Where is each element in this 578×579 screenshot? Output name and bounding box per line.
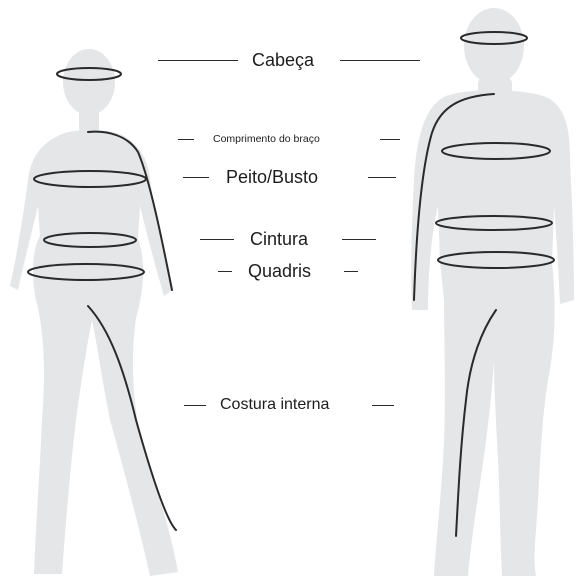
waist-dash-left: [200, 239, 234, 240]
hips-dash-right: [344, 271, 358, 272]
inseam-row: Costura interna: [0, 397, 578, 417]
waist-row: Cintura: [0, 230, 578, 250]
arm-dash-left: [178, 139, 194, 140]
chest-row: Peito/Busto: [0, 168, 578, 188]
chest-dash-left: [183, 177, 209, 178]
hips-row: Quadris: [0, 262, 578, 282]
chest-dash-right: [368, 177, 396, 178]
head-dash-left: [158, 60, 238, 61]
arm-dash-right: [380, 139, 400, 140]
arm-length-label: Comprimento do braço: [213, 134, 320, 145]
inseam-dash-left: [184, 405, 206, 406]
head-row: Cabeça: [0, 51, 578, 71]
head-label: Cabeça: [252, 51, 314, 69]
chest-bust-label: Peito/Busto: [226, 168, 318, 186]
head-dash-right: [340, 60, 420, 61]
hips-dash-left: [218, 271, 232, 272]
arm-length-row: Comprimento do braço: [0, 133, 578, 153]
waist-label: Cintura: [250, 230, 308, 248]
waist-dash-right: [342, 239, 376, 240]
hips-label: Quadris: [248, 262, 311, 280]
inseam-dash-right: [372, 405, 394, 406]
inseam-label: Costura interna: [220, 397, 329, 413]
